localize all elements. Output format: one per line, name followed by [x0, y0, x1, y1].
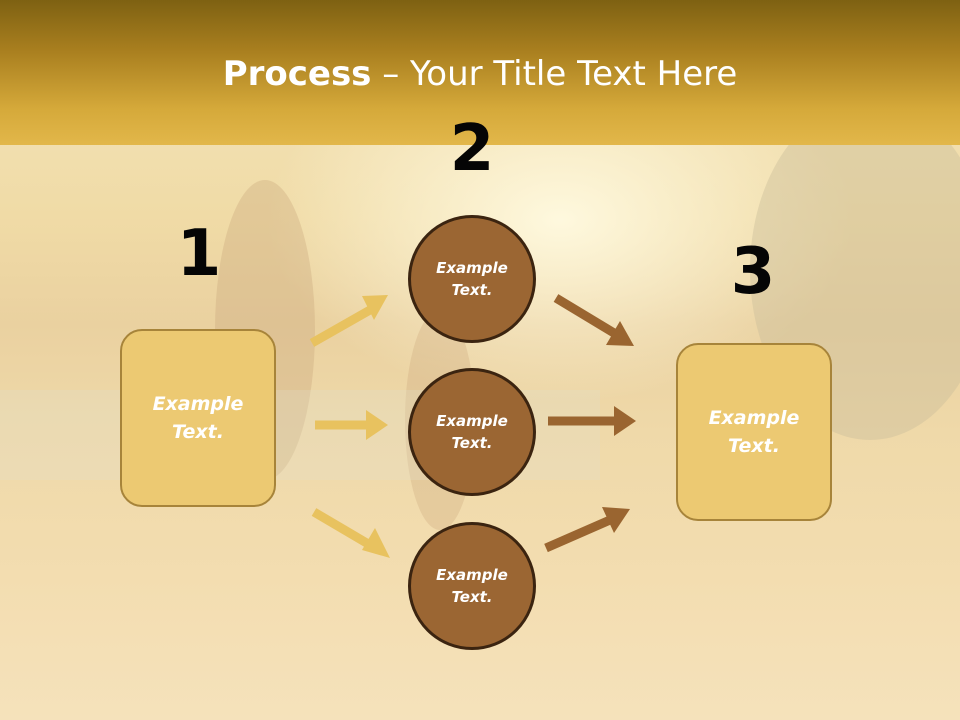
title-rest: – Your Title Text Here [371, 54, 738, 94]
step-2-circle-bottom[interactable]: Example Text. [408, 522, 536, 650]
arrow-left-to-bottom [311, 508, 390, 558]
arrow-left-to-top [309, 295, 388, 347]
slide-title: Process – Your Title Text Here [0, 54, 960, 94]
step-3-box[interactable]: Example Text. [676, 343, 832, 521]
circle-top-text: Example Text. [436, 258, 508, 300]
step-number-3: 3 [730, 235, 776, 309]
step-number-1: 1 [176, 217, 222, 291]
circle-middle-text: Example Text. [436, 411, 508, 453]
arrow-top-to-right [553, 294, 634, 346]
arrow-left-to-middle [315, 410, 388, 440]
step-number-2: 2 [449, 112, 495, 186]
step-3-text: Example Text. [708, 406, 800, 458]
step-2-circle-middle[interactable]: Example Text. [408, 368, 536, 496]
step-1-text: Example Text. [152, 392, 244, 444]
arrow-bottom-to-right [544, 507, 630, 553]
step-2-circle-top[interactable]: Example Text. [408, 215, 536, 343]
circle-bottom-text: Example Text. [436, 565, 508, 607]
step-1-box[interactable]: Example Text. [120, 329, 276, 507]
title-bold: Process [222, 54, 372, 94]
arrow-middle-to-right [548, 406, 636, 436]
title-bar: Process – Your Title Text Here [0, 0, 960, 145]
